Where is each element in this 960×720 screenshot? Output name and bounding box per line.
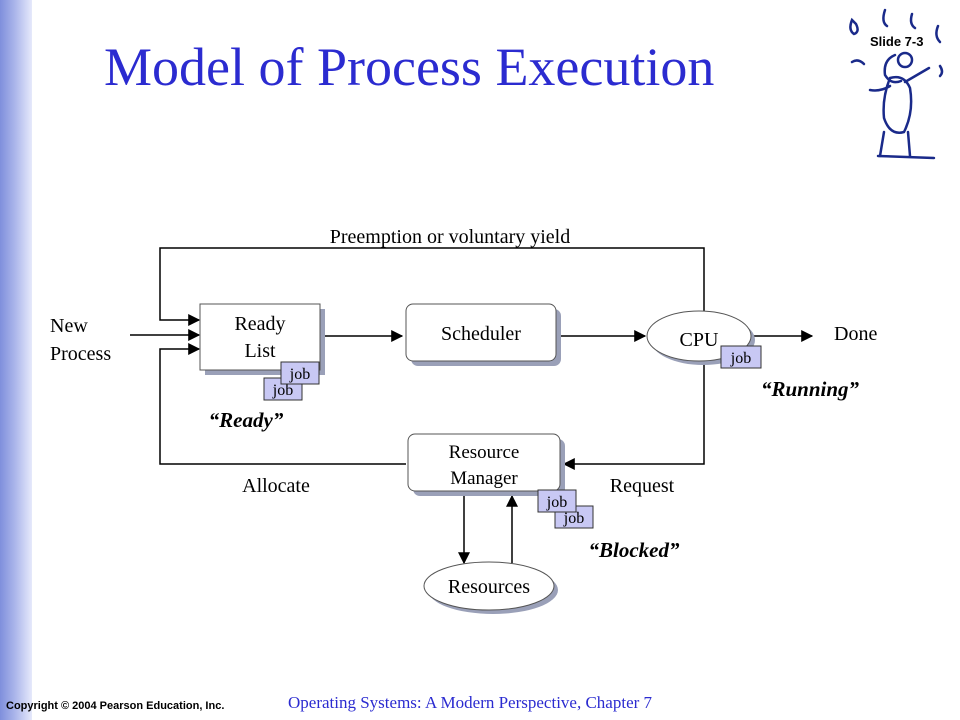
- blocked-job-front-label: job: [546, 494, 567, 511]
- copyright-notice: Copyright © 2004 Pearson Education, Inc.: [6, 700, 225, 712]
- running-job: job: [720, 345, 762, 369]
- ready-state-label: “Ready”: [209, 408, 284, 432]
- resources-label: Resources: [448, 576, 530, 598]
- scheduler-label: Scheduler: [441, 323, 521, 345]
- running-state-label: “Running”: [761, 377, 860, 401]
- blocked-job-front: job: [537, 489, 577, 513]
- slide-title: Model of Process Execution: [104, 37, 715, 97]
- blocked-state-label: “Blocked”: [589, 538, 680, 562]
- resource-manager-label-line1: Resource: [449, 442, 520, 463]
- resources-node: Resources: [423, 561, 558, 614]
- ready-job-front: job: [280, 361, 320, 385]
- scheduler-box: Scheduler: [405, 303, 561, 366]
- cpu-label: CPU: [680, 329, 719, 351]
- ready-job-back-label: job: [272, 382, 293, 399]
- preemption-label: Preemption or voluntary yield: [330, 226, 571, 248]
- request-label: Request: [610, 475, 675, 497]
- footer-text: Operating Systems: A Modern Perspective,…: [288, 693, 653, 712]
- resource-manager-label-line2: Manager: [450, 468, 518, 489]
- new-process-label-line1: New: [50, 315, 88, 337]
- slide-number: Slide 7-3: [870, 34, 924, 49]
- blocked-job-back-label: job: [563, 510, 584, 527]
- ready-list-label-line1: Ready: [234, 313, 285, 335]
- new-process-label-line2: Process: [50, 343, 111, 365]
- ready-list-label-line2: List: [244, 340, 276, 362]
- resource-manager-box: Resource Manager: [407, 433, 565, 496]
- ready-job-front-label: job: [289, 366, 310, 383]
- music-conductor-icon: [849, 8, 944, 160]
- done-label: Done: [834, 323, 877, 345]
- running-job-label: job: [730, 350, 751, 367]
- left-gradient-bar: [0, 0, 32, 720]
- allocate-label: Allocate: [242, 475, 310, 497]
